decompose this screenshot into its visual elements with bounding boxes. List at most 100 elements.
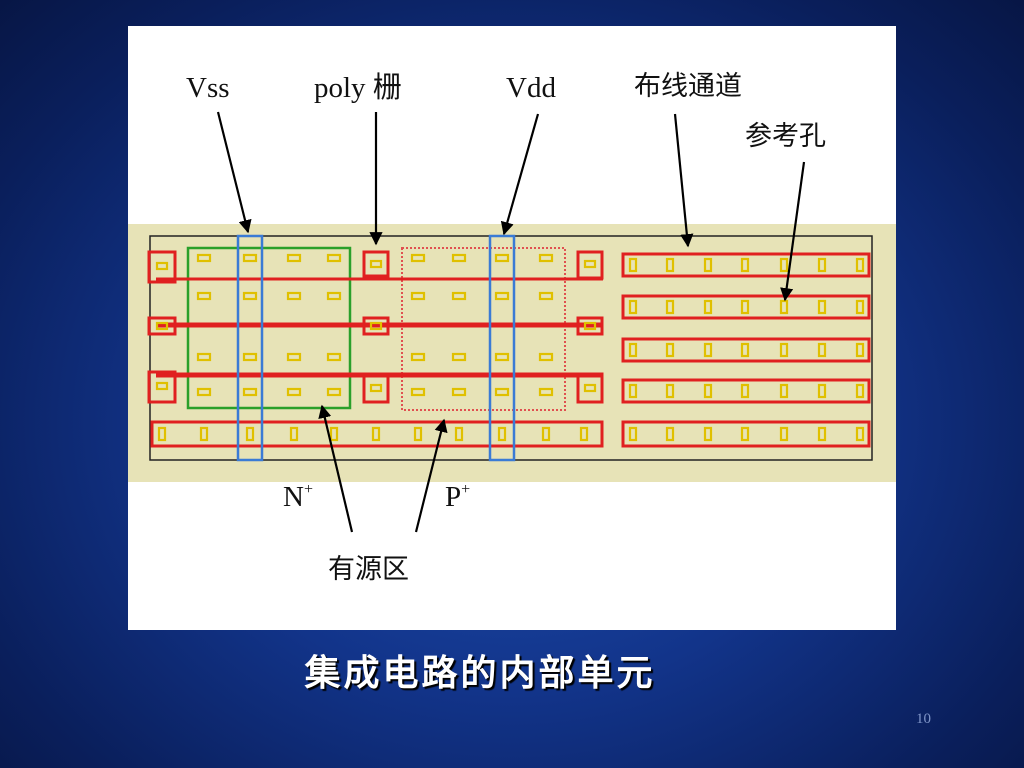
contact: [740, 342, 750, 358]
terminal: [362, 250, 390, 278]
contact: [779, 342, 789, 358]
contact: [494, 387, 510, 397]
annotation-arrows: [216, 111, 806, 533]
contact: [286, 253, 302, 263]
arrow-vss: [216, 111, 252, 234]
contact: [494, 352, 510, 362]
contact: [817, 383, 827, 399]
contact: [579, 426, 589, 442]
contact: [538, 291, 554, 301]
label-vss: Vss: [186, 72, 230, 104]
p-plus-region: [401, 247, 566, 411]
left-terminals: [147, 250, 177, 404]
contact: [740, 257, 750, 273]
contact: [628, 299, 638, 315]
label-p-plus: P+: [445, 482, 470, 512]
label-n-plus: N+: [283, 482, 313, 512]
contact: [855, 257, 865, 273]
contact: [451, 387, 467, 397]
contact: [703, 383, 713, 399]
contact: [628, 426, 638, 442]
arrow-active-p: [414, 418, 448, 533]
poly-gate-vss: [236, 234, 264, 462]
contact: [451, 291, 467, 301]
contact: [454, 426, 464, 442]
contact: [155, 261, 169, 271]
contact: [740, 426, 750, 442]
contact: [703, 299, 713, 315]
contact: [326, 291, 342, 301]
terminal: [147, 370, 177, 404]
terminal: [576, 316, 604, 336]
contact: [665, 383, 675, 399]
contact: [369, 259, 383, 269]
contact: [538, 253, 554, 263]
contact: [326, 253, 342, 263]
contact: [326, 352, 342, 362]
contact: [628, 257, 638, 273]
contact: [665, 342, 675, 358]
contact: [817, 426, 827, 442]
contact: [583, 259, 597, 269]
contact: [703, 257, 713, 273]
contact: [494, 253, 510, 263]
contact: [242, 253, 258, 263]
terminal: [576, 372, 604, 404]
contact: [538, 387, 554, 397]
contact: [583, 383, 597, 393]
contact: [242, 291, 258, 301]
label-poly-gate: poly 栅: [314, 72, 402, 104]
contact: [326, 387, 342, 397]
page-number: 10: [916, 711, 931, 727]
contact: [665, 426, 675, 442]
contact: [196, 253, 212, 263]
contact: [289, 426, 299, 442]
contact: [196, 387, 212, 397]
contact: [583, 321, 597, 331]
label-active-region: 有源区: [328, 554, 409, 585]
arrow-active-n: [318, 404, 354, 533]
contact: [155, 381, 169, 391]
slide-panel: Vss poly 栅 Vdd 布线通道 参考孔 N+ P+ 有源区: [128, 26, 896, 630]
label-n-plus-base: N: [283, 481, 304, 513]
contact: [855, 299, 865, 315]
cell-layout-diagram: [128, 111, 896, 533]
contact: [196, 352, 212, 362]
routing-track: [621, 294, 871, 320]
slide-title: 集成电路的内部单元: [304, 653, 656, 694]
metal-stripe-bottom-left: [150, 420, 604, 448]
contact: [286, 352, 302, 362]
contact: [410, 253, 426, 263]
middle-terminals: [362, 250, 390, 404]
contact: [817, 299, 827, 315]
contact: [665, 257, 675, 273]
contact: [779, 257, 789, 273]
terminal: [147, 250, 177, 284]
contacts: [155, 253, 865, 442]
routing-track: [621, 337, 871, 363]
routing-track: [621, 420, 871, 448]
label-p-plus-sup: +: [461, 481, 471, 498]
contact: [413, 426, 423, 442]
arrow-vdd: [500, 113, 540, 236]
contact: [245, 426, 255, 442]
contact: [410, 387, 426, 397]
contact: [157, 426, 167, 442]
contact: [855, 383, 865, 399]
label-n-plus-sup: +: [303, 481, 313, 498]
contact: [242, 387, 258, 397]
contact: [369, 383, 383, 393]
label-reference-hole: 参考孔: [745, 121, 826, 152]
arrow-routing-channel: [673, 113, 694, 248]
label-routing-channel: 布线通道: [634, 71, 742, 102]
contact: [286, 387, 302, 397]
routing-track: [621, 378, 871, 404]
arrow-reference-hole: [780, 161, 806, 302]
label-vdd: Vdd: [506, 72, 556, 104]
contact: [242, 352, 258, 362]
contact: [451, 352, 467, 362]
right-terminals: [576, 250, 604, 404]
contact: [196, 291, 212, 301]
contact: [497, 426, 507, 442]
contact: [494, 291, 510, 301]
